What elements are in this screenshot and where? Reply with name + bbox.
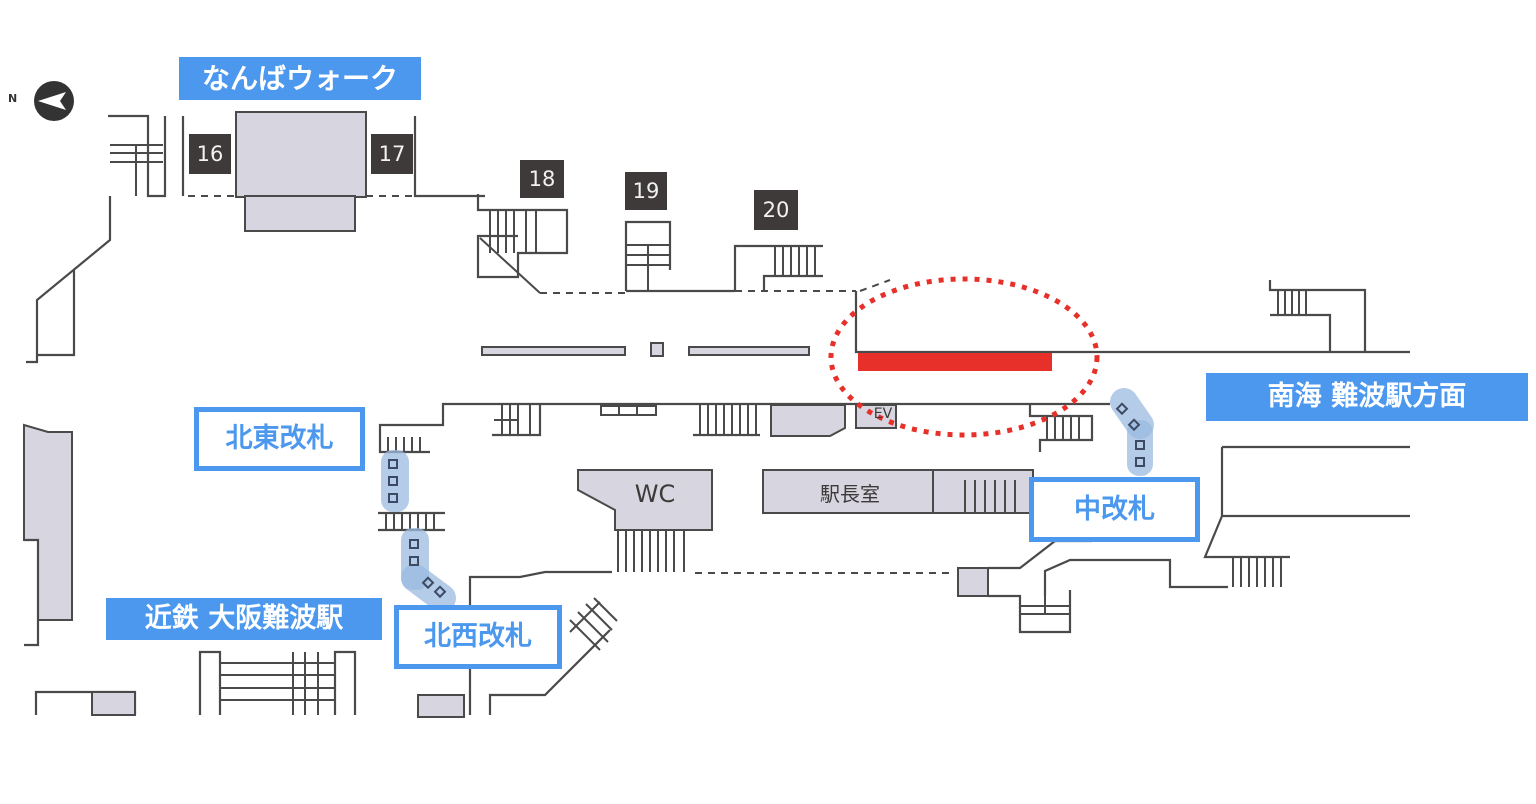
exit-number-18: 18 [520, 160, 564, 198]
namba-walk-block [235, 111, 367, 198]
stair-wc [617, 530, 685, 572]
exit-number-16: 16 [189, 134, 231, 174]
compass-letter: N [8, 92, 18, 105]
wall [988, 539, 1092, 570]
namba-walk-block-lower [244, 195, 356, 232]
label-nankai-direction: 南海 難波駅方面 [1206, 373, 1528, 421]
small-room [957, 567, 989, 597]
wall [854, 291, 1410, 354]
platform-bench [688, 346, 810, 356]
small-room [91, 691, 136, 716]
wall [1043, 558, 1228, 596]
pillar [650, 342, 664, 357]
wall [1203, 515, 1290, 559]
wall [378, 402, 1110, 437]
northeast-gate-turnstiles [381, 450, 409, 512]
stair-exit-20 [733, 244, 823, 291]
wall-outline-northwest [26, 114, 485, 364]
platform-bench [481, 346, 626, 356]
label-northeast-gate: 北東改札 [194, 407, 365, 471]
stair-exit-16-left [110, 144, 163, 196]
stair-lower-right [1020, 596, 1070, 615]
kintetsu-stairs [198, 650, 357, 715]
northwest-gate-turnstiles [401, 528, 456, 612]
wall [24, 538, 40, 647]
exit-number-20: 20 [754, 190, 798, 230]
stair-exit-18 [476, 194, 569, 294]
wall [988, 590, 1072, 634]
wall [1220, 447, 1410, 518]
stair-nankai-upper [1268, 280, 1367, 352]
dashed-boundary [859, 279, 891, 292]
stair-room [932, 469, 1034, 514]
stair-lower-2 [693, 404, 760, 437]
wall [468, 570, 612, 590]
stair-exit-19 [624, 220, 672, 291]
small-room [417, 694, 465, 718]
highlight-platform-segment [858, 353, 1052, 371]
label-central-gate: 中改札 [1029, 477, 1200, 542]
north-arrow-icon [34, 81, 74, 121]
stair-lower-1 [492, 404, 542, 437]
stair-central [964, 480, 1016, 513]
elevator [855, 404, 897, 429]
wc-label: WC [634, 480, 676, 508]
label-northwest-gate: 北西改札 [394, 605, 562, 669]
exit-number-17: 17 [371, 134, 413, 174]
vending-machines [600, 405, 657, 416]
station-master-label: 駅長室 [820, 482, 880, 506]
label-namba-walk: なんばウォーク [179, 57, 421, 100]
label-kintetsu-station: 近鉄 大阪難波駅 [106, 598, 382, 640]
kintetsu-block [23, 423, 73, 621]
stair-nankai-lower [1232, 557, 1282, 587]
compass: N [8, 80, 80, 122]
central-gate-turnstiles [1110, 388, 1154, 476]
highlight-dotted-ellipse [828, 276, 1100, 438]
stair-lower-3 [1028, 404, 1094, 452]
equipment-room [770, 404, 846, 437]
wc-room [577, 469, 713, 531]
elevator-label: EV [873, 406, 893, 422]
exit-number-19: 19 [625, 172, 667, 210]
